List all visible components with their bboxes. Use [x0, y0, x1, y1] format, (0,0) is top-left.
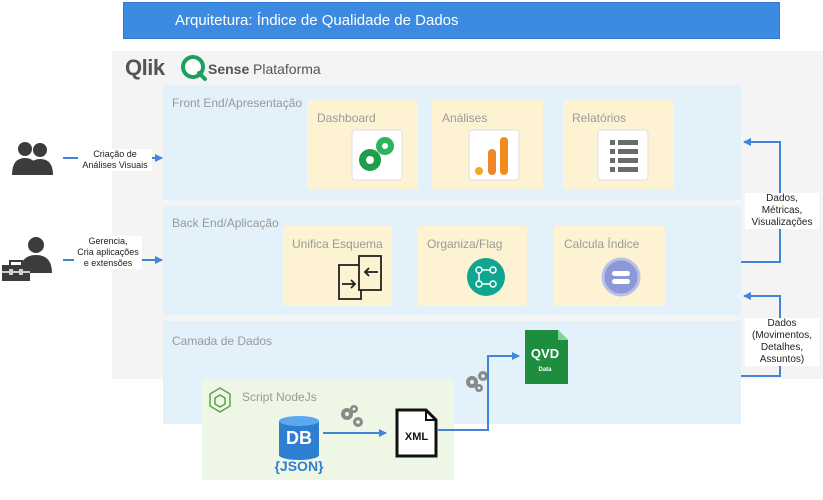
- xml-to-qvd-arrow: [438, 352, 520, 431]
- qvd-sub-text: Data: [538, 367, 552, 373]
- nodejs-icon: [209, 387, 231, 413]
- input-caption-line-2: (Movimentos,: [751, 330, 812, 341]
- admin-caption: Gerencia, Cria aplicações e extensões: [74, 236, 142, 269]
- output-caption-line-2: Métricas,: [761, 205, 803, 216]
- json-text: {JSON}: [274, 458, 324, 474]
- front-end-label: Front End/Apresentação: [172, 96, 303, 110]
- qlik-q-icon: [181, 55, 207, 81]
- analyses-label: Análises: [442, 111, 488, 125]
- admin-caption-line-1: Gerencia,: [88, 236, 128, 246]
- data-layer-label: Camada de Dados: [172, 334, 273, 348]
- dashboard-icon: [351, 129, 403, 181]
- input-caption-line-1: Dados: [767, 318, 797, 329]
- merge-icon: [338, 255, 382, 300]
- input-caption-line-3: Detalhes,: [760, 342, 804, 353]
- title-bar: [123, 2, 780, 39]
- admin-caption-line-3: e extensões: [83, 258, 133, 268]
- calc-index-label: Calcula Índice: [564, 237, 640, 251]
- gears-icon: [466, 371, 488, 392]
- db-icon: [279, 416, 319, 460]
- script-nodejs-label: Script NodeJs: [242, 390, 317, 404]
- xml-file-icon: [395, 408, 438, 458]
- admin-caption-line-2: Cria aplicações: [77, 247, 139, 257]
- input-caption-line-4: Assuntos): [759, 354, 805, 365]
- users-caption: Criação de Análises Visuais: [78, 149, 152, 171]
- users-caption-line-1: Criação de: [93, 149, 137, 159]
- output-caption: Dados, Métricas, Visualizações: [745, 193, 819, 229]
- toolbox-icon: [2, 260, 30, 281]
- qvd-text: QVD: [530, 346, 560, 361]
- list-icon: [597, 129, 649, 181]
- database-icon: [601, 257, 641, 297]
- gears-icon: [341, 405, 363, 427]
- platform-name: Plataforma: [253, 61, 321, 77]
- users-caption-line-2: Análises Visuais: [82, 160, 148, 170]
- flow-icon: [467, 258, 505, 296]
- page-title: Arquitetura: Índice de Qualidade de Dado…: [175, 12, 459, 29]
- sense-logo-text: Sense: [208, 61, 250, 77]
- input-caption: Dados (Movimentos, Detalhes, Assuntos): [745, 318, 819, 366]
- reports-label: Relatórios: [572, 111, 627, 125]
- output-caption-line-3: Visualizações: [751, 217, 813, 228]
- organize-flag-label: Organiza/Flag: [427, 237, 503, 251]
- output-caption-line-1: Dados,: [766, 193, 798, 204]
- qlik-logo-text: Qlik: [125, 55, 165, 80]
- xml-text: XML: [404, 431, 429, 443]
- db-text: DB: [286, 428, 312, 448]
- dashboard-label: Dashboard: [317, 111, 376, 125]
- unify-schema-label: Unifica Esquema: [292, 237, 383, 251]
- users-icon: [12, 142, 53, 175]
- qvd-file-icon: [525, 330, 568, 384]
- bar-chart-icon: [468, 129, 520, 181]
- back-end-label: Back End/Aplicação: [172, 216, 279, 230]
